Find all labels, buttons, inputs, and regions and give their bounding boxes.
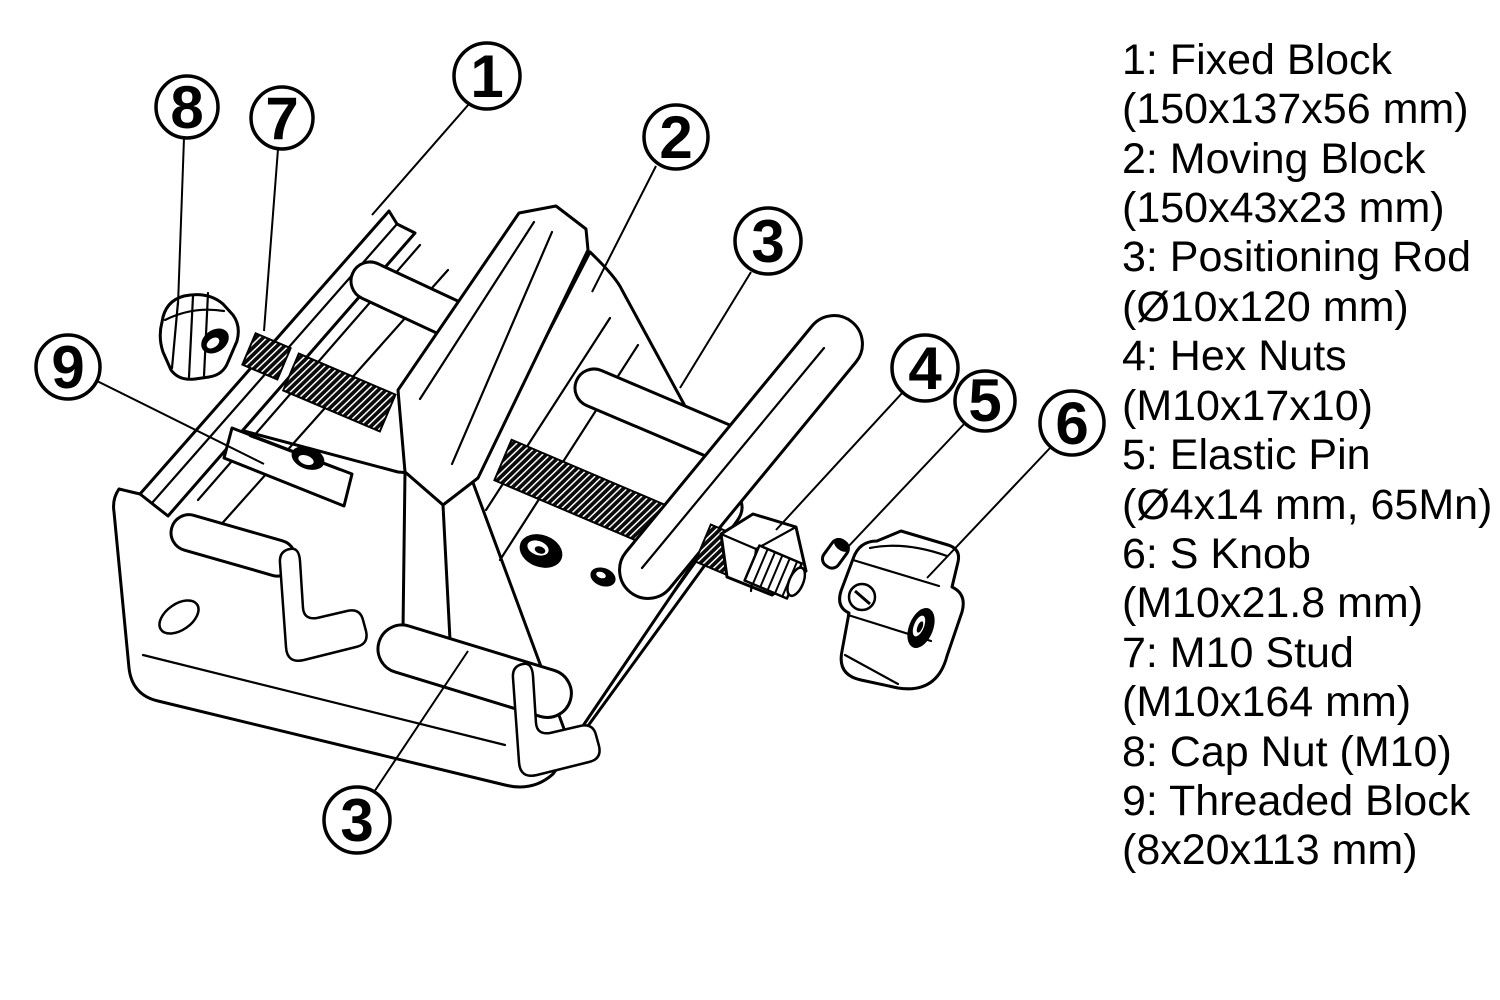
callout-6-label: 6	[1055, 390, 1088, 457]
callout-3-top-label: 3	[751, 208, 784, 275]
legend-line: (M10x21.8 mm)	[1122, 579, 1423, 627]
callout-5-label: 5	[968, 367, 1001, 434]
leader-8	[177, 137, 185, 306]
callout-3-top: 3	[733, 206, 803, 276]
legend-line: 2: Moving Block	[1122, 135, 1426, 183]
part-threaded-block	[222, 426, 354, 508]
legend-line: 4: Hex Nuts	[1122, 332, 1347, 380]
fixed-block-front-tab-1	[278, 547, 368, 662]
leader-3a	[679, 271, 752, 389]
callout-9-label: 9	[51, 334, 84, 401]
legend-line: 3: Positioning Rod	[1122, 233, 1471, 281]
fixed-block-right-flange	[618, 314, 864, 600]
callout-5: 5	[953, 367, 1017, 434]
leader-6	[926, 447, 1051, 579]
legend-line: (M10x17x10)	[1122, 382, 1373, 430]
legend-line: 1: Fixed Block	[1122, 36, 1393, 84]
part-elastic-pin	[820, 537, 850, 570]
legend-line: (150x137x56 mm)	[1122, 85, 1469, 133]
legend-line: (150x43x23 mm)	[1122, 184, 1445, 232]
legend-line: 7: M10 Stud	[1122, 629, 1354, 677]
callout-2: 2	[642, 103, 710, 171]
legend-line: 6: S Knob	[1122, 530, 1311, 578]
callout-4: 4	[890, 333, 960, 403]
legend-line: 8: Cap Nut (M10)	[1122, 728, 1452, 776]
callout-3-bottom-label: 3	[340, 787, 373, 854]
legend-line: 5: Elastic Pin	[1122, 431, 1371, 479]
legend-line: (M10x164 mm)	[1122, 678, 1411, 726]
stud-threaded-end	[743, 544, 807, 600]
part-moving-block	[396, 204, 590, 657]
callout-4-label: 4	[908, 335, 942, 402]
leader-9	[96, 380, 265, 465]
fixed-block-front-tab-2	[511, 662, 601, 777]
callout-6: 6	[1038, 389, 1106, 457]
callout-1: 1	[452, 41, 522, 111]
callout-7-label: 7	[265, 85, 298, 152]
leader-4	[775, 391, 904, 531]
base-hole	[158, 599, 200, 635]
leader-2	[591, 165, 657, 293]
legend-line: (Ø10x120 mm)	[1122, 283, 1409, 331]
legend-line: (Ø4x14 mm, 65Mn)	[1122, 481, 1492, 529]
callout-1-label: 1	[470, 43, 503, 110]
callout-3-bottom: 3	[322, 785, 392, 855]
callout-7: 7	[249, 85, 315, 152]
leader-5	[845, 422, 966, 550]
leader-7	[263, 148, 279, 332]
parts-legend: 1: Fixed Block (150x137x56 mm) 2: Moving…	[1122, 36, 1492, 874]
part-s-knob	[838, 529, 965, 691]
part-m10-stud	[241, 332, 397, 433]
legend-line: 9: Threaded Block	[1122, 777, 1471, 825]
callout-2-label: 2	[659, 104, 692, 171]
leader-3b	[373, 650, 469, 793]
callout-9: 9	[34, 333, 102, 401]
part-cap-nut	[158, 291, 240, 381]
leader-1	[371, 103, 470, 216]
callout-8-label: 8	[170, 74, 203, 141]
legend-line: (8x20x113 mm)	[1122, 826, 1418, 874]
callout-8: 8	[154, 74, 220, 141]
leader-lines	[96, 103, 1051, 793]
